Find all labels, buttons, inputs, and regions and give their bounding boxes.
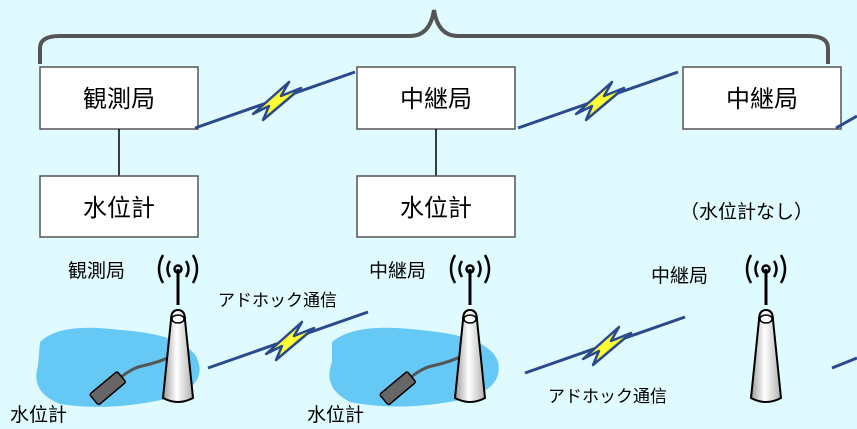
radio-wave-icon xyxy=(449,253,491,307)
station-label: 観測局 xyxy=(68,260,125,282)
svg-text:観測局: 観測局 xyxy=(83,85,155,113)
water-pond-icon xyxy=(36,327,200,407)
brace xyxy=(38,9,830,64)
relay-box-2: 中継局 xyxy=(682,66,842,130)
relay-label-2: 中継局 xyxy=(651,265,708,287)
antenna-icon xyxy=(162,309,194,403)
gauge-box-2: 水位計 xyxy=(356,175,516,238)
svg-text:水位計: 水位計 xyxy=(400,194,472,222)
gauge-label-1: 水位計 xyxy=(10,404,67,426)
adhoc-label-1: アドホック通信 xyxy=(218,291,337,311)
adhoc-label-2: アドホック通信 xyxy=(548,387,667,407)
station-box: 観測局 xyxy=(39,66,199,130)
antenna-icon xyxy=(750,309,782,403)
svg-text:中継局: 中継局 xyxy=(726,85,798,113)
link-line-partial xyxy=(835,114,857,130)
gauge-label-2: 水位計 xyxy=(307,404,364,426)
svg-text:中継局: 中継局 xyxy=(400,85,472,113)
radio-wave-icon xyxy=(157,253,199,307)
radio-wave-icon xyxy=(745,253,787,307)
lightning-bolt-icon xyxy=(516,70,680,130)
link-line-partial xyxy=(831,356,857,370)
antenna-icon xyxy=(454,309,486,403)
no-gauge-note: （水位計なし） xyxy=(680,201,813,223)
gauge-box-1: 水位計 xyxy=(39,175,199,238)
lightning-bolt-icon xyxy=(523,315,687,375)
lightning-bolt-icon xyxy=(193,70,357,130)
svg-text:水位計: 水位計 xyxy=(83,194,155,222)
relay-label-1: 中継局 xyxy=(369,260,426,282)
relay-box-1: 中継局 xyxy=(356,66,516,130)
